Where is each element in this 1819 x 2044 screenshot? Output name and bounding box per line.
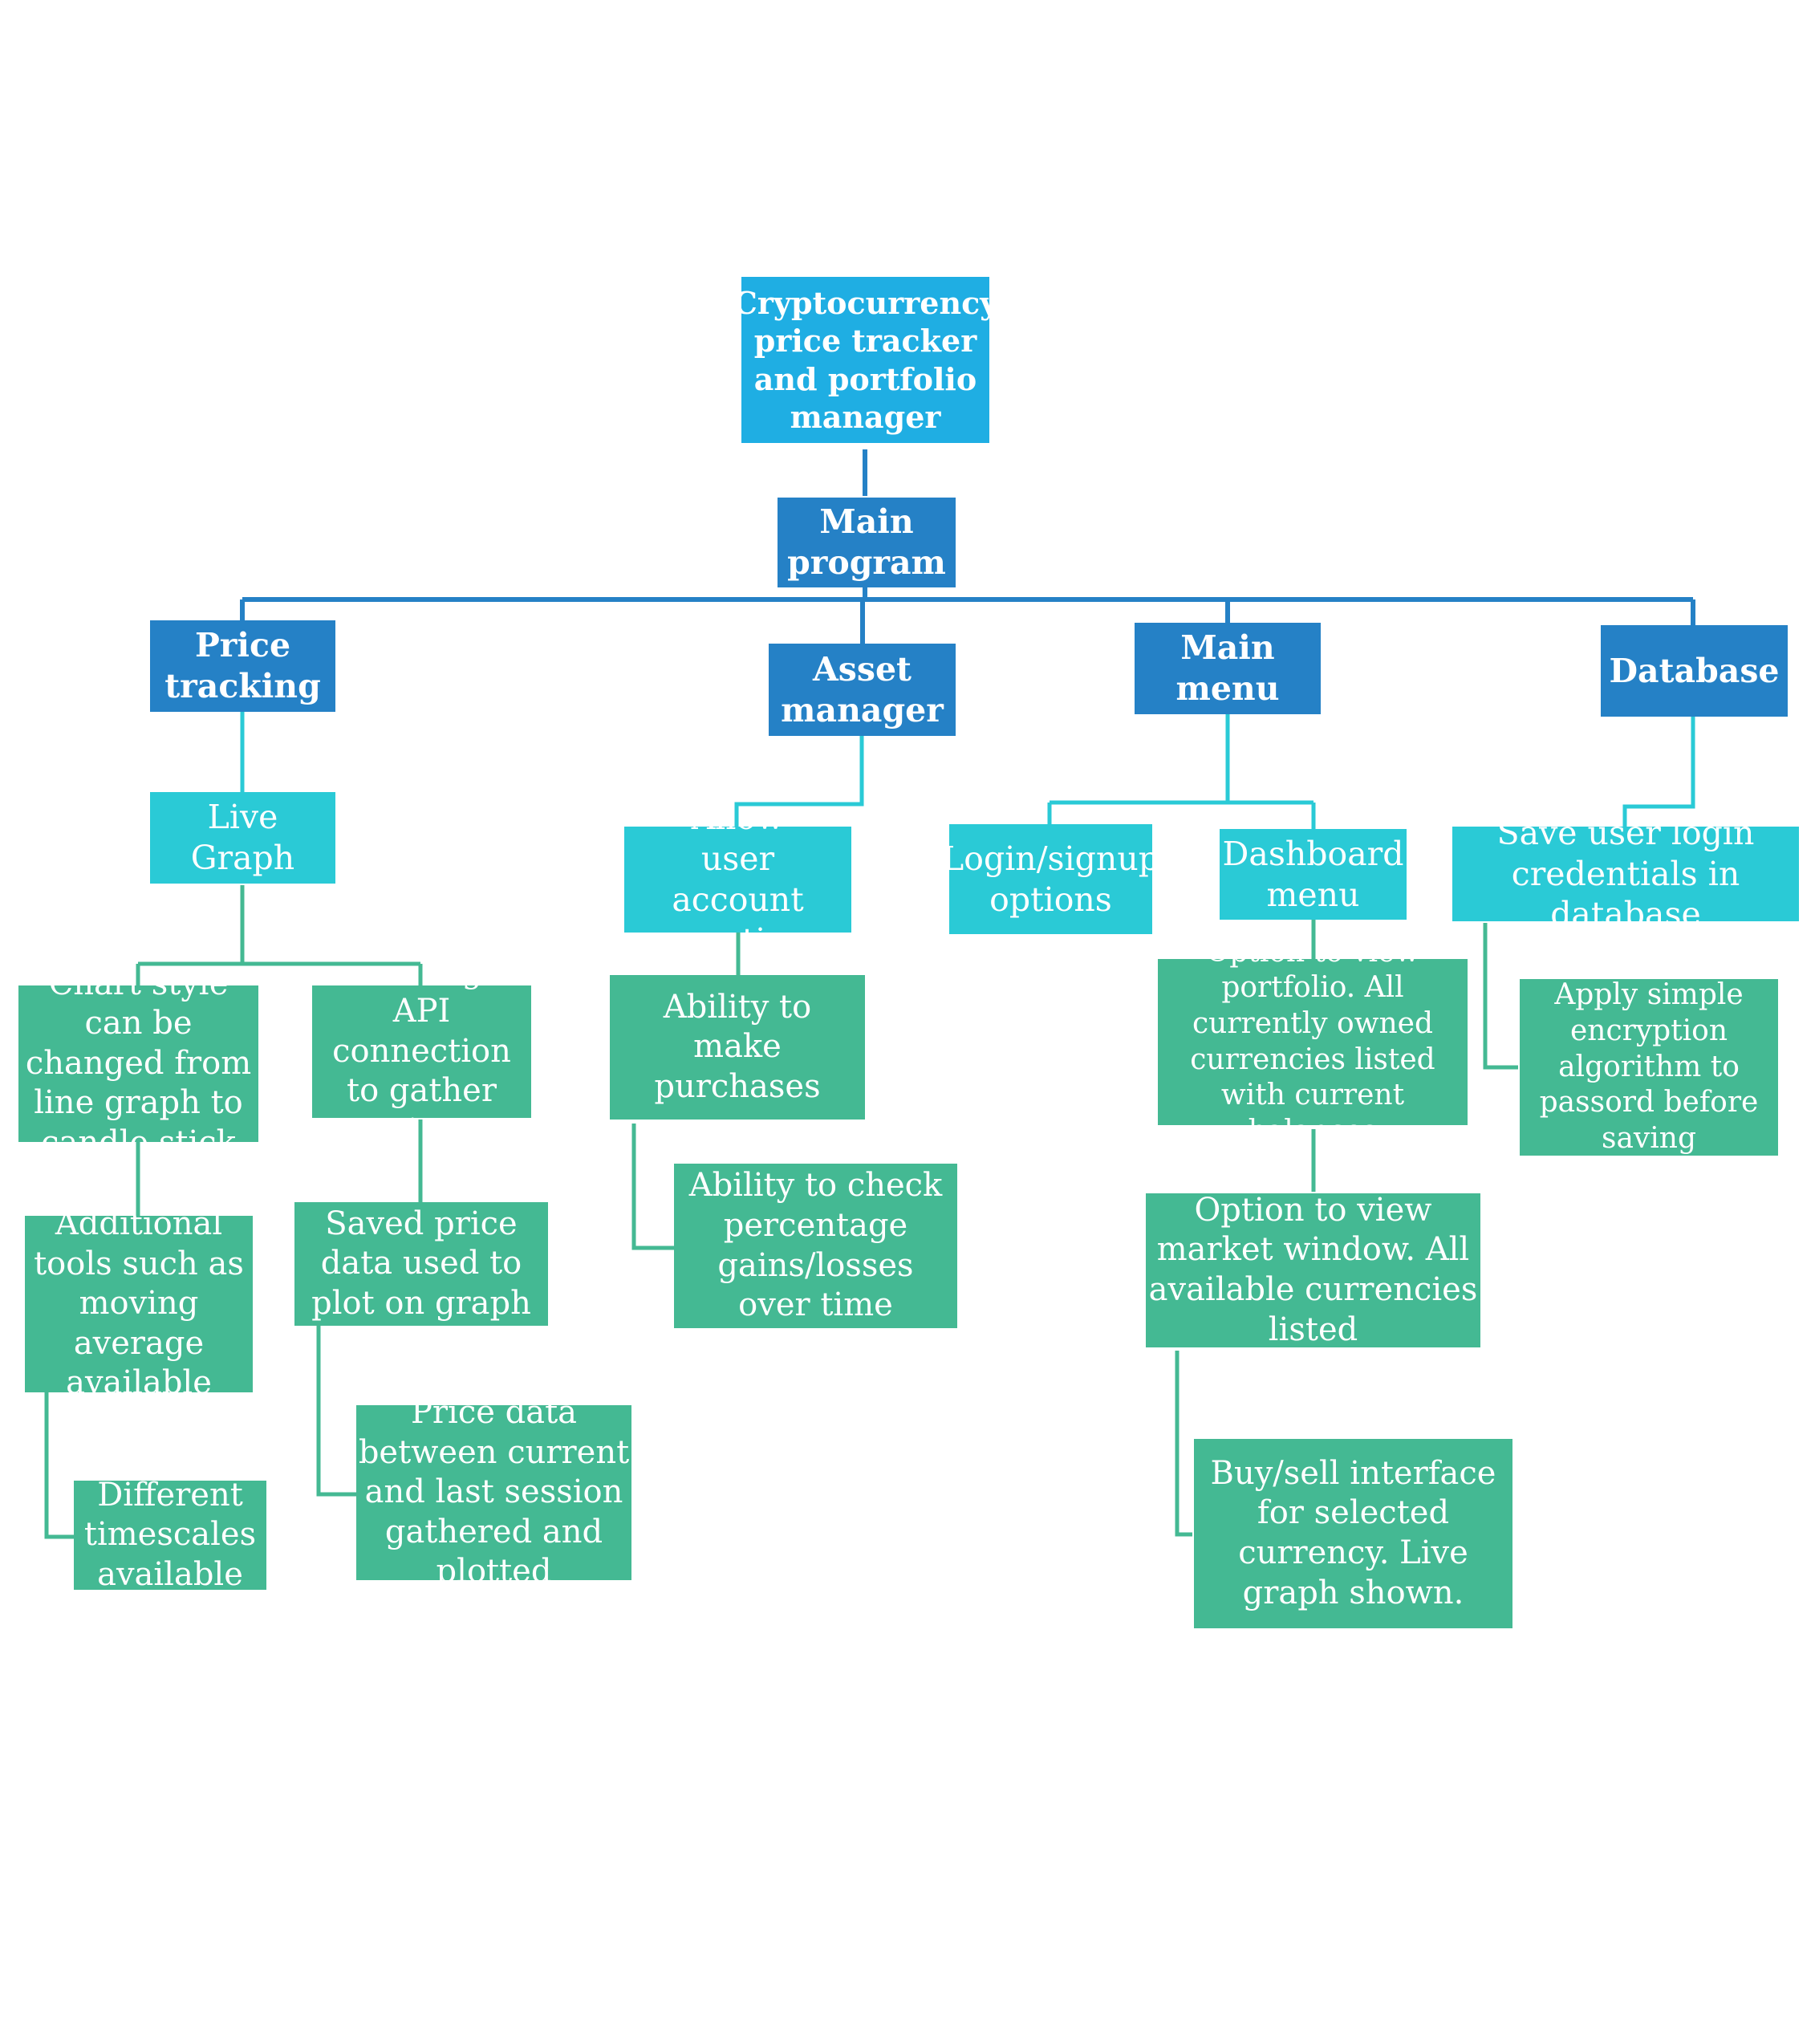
node-make-purchases-label: Ability to make purchases bbox=[654, 988, 821, 1105]
node-asset-manager-label: Asset manager bbox=[781, 649, 944, 729]
node-main-program-label: Main program bbox=[787, 502, 946, 582]
node-make-purchases: Ability to make purchases bbox=[610, 975, 865, 1120]
node-login-signup-label: Login/signup options bbox=[949, 839, 1152, 919]
node-live-graph-label: Live Graph bbox=[190, 798, 295, 877]
connector-additional-tools-timescales bbox=[44, 1392, 74, 1539]
connector-database-save-credentials bbox=[1622, 717, 1695, 827]
node-encryption: Apply simple encryption algorithm to pas… bbox=[1520, 979, 1778, 1156]
node-different-timescales: Different timescales available bbox=[74, 1481, 266, 1590]
node-main-program: Main program bbox=[778, 498, 956, 587]
node-chart-style: Chart style can be changed from line gra… bbox=[18, 985, 258, 1142]
node-main-menu: Main menu bbox=[1135, 623, 1321, 714]
connector-view-market-buy-sell bbox=[1175, 1351, 1192, 1537]
node-save-credentials-label: Save user login credentials in database bbox=[1496, 827, 1755, 921]
node-live-graph: Live Graph bbox=[150, 792, 335, 884]
node-different-timescales-label: Different timescales available bbox=[83, 1481, 257, 1590]
node-saved-price-data: Saved price data used to plot on graph bbox=[294, 1202, 548, 1326]
node-save-credentials: Save user login credentials in database bbox=[1452, 827, 1799, 921]
connector-main-bus bbox=[242, 587, 1693, 602]
node-root-label: Cryptocurrency price tracker and portfol… bbox=[741, 285, 989, 435]
node-price-data-between: Price data between current and last sess… bbox=[356, 1405, 631, 1580]
connector-live-graph-children bbox=[136, 885, 423, 987]
node-dashboard-menu-label: Dashboard menu bbox=[1222, 834, 1404, 914]
node-saved-price-data-label: Saved price data used to plot on graph bbox=[311, 1205, 531, 1322]
connector-save-credentials-encryption bbox=[1483, 923, 1518, 1070]
connector-asset-manager-allow-account bbox=[734, 736, 864, 827]
node-encryption-label: Apply simple encryption algorithm to pas… bbox=[1539, 979, 1759, 1155]
node-view-market: Option to view market window. All availa… bbox=[1146, 1193, 1480, 1347]
node-price-tracking: Price tracking bbox=[150, 620, 335, 712]
node-buy-sell: Buy/sell interface for selected currency… bbox=[1194, 1439, 1512, 1628]
node-allow-account-label: Allow user account creation bbox=[669, 827, 807, 933]
node-check-gains-label: Ability to check percentage gains/losses… bbox=[688, 1167, 943, 1324]
node-database-label: Database bbox=[1609, 651, 1780, 690]
node-buy-sell-label: Buy/sell interface for selected currency… bbox=[1210, 1454, 1496, 1611]
node-exchange-api-label: Exchange API connection to gather prices bbox=[332, 985, 511, 1118]
node-asset-manager: Asset manager bbox=[769, 644, 956, 736]
node-price-tracking-label: Price tracking bbox=[164, 626, 321, 705]
connector-main-menu-children bbox=[1047, 714, 1316, 829]
node-additional-tools-label: Additional tools such as moving average … bbox=[34, 1216, 244, 1392]
node-additional-tools: Additional tools such as moving average … bbox=[25, 1216, 253, 1392]
node-price-data-between-label: Price data between current and last sess… bbox=[358, 1405, 630, 1580]
node-exchange-api: Exchange API connection to gather prices bbox=[312, 985, 531, 1118]
node-database: Database bbox=[1601, 625, 1788, 717]
node-main-menu-label: Main menu bbox=[1175, 628, 1280, 708]
connector-make-purchases-check-gains bbox=[631, 1124, 674, 1250]
node-view-portfolio-label: Option to view portfolio. All currently … bbox=[1190, 959, 1435, 1125]
node-allow-account: Allow user account creation bbox=[624, 827, 851, 933]
connector-saved-price-price-data bbox=[316, 1326, 356, 1497]
node-check-gains: Ability to check percentage gains/losses… bbox=[674, 1164, 957, 1328]
node-dashboard-menu: Dashboard menu bbox=[1220, 829, 1407, 920]
node-login-signup: Login/signup options bbox=[949, 824, 1152, 934]
node-view-portfolio: Option to view portfolio. All currently … bbox=[1158, 959, 1468, 1125]
node-root: Cryptocurrency price tracker and portfol… bbox=[741, 277, 989, 443]
node-view-market-label: Option to view market window. All availa… bbox=[1148, 1193, 1478, 1347]
node-chart-style-label: Chart style can be changed from line gra… bbox=[25, 985, 252, 1142]
